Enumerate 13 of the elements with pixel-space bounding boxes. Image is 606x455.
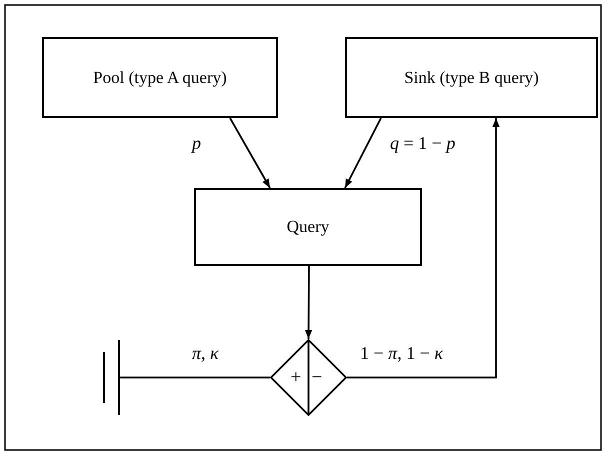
line <box>119 376 270 378</box>
sign-label: + <box>290 366 302 390</box>
box-label: Sink (type B query) <box>404 68 539 88</box>
box-label: Query <box>286 217 330 237</box>
arrow <box>229 118 271 188</box>
process-box <box>194 188 422 266</box>
arrow <box>344 118 382 188</box>
sign-label: − <box>312 366 322 390</box>
arrow <box>347 118 500 378</box>
box-label: Pool (type A query) <box>93 68 227 88</box>
process-box <box>345 37 598 118</box>
process-box <box>42 37 278 118</box>
arrow <box>304 266 312 339</box>
